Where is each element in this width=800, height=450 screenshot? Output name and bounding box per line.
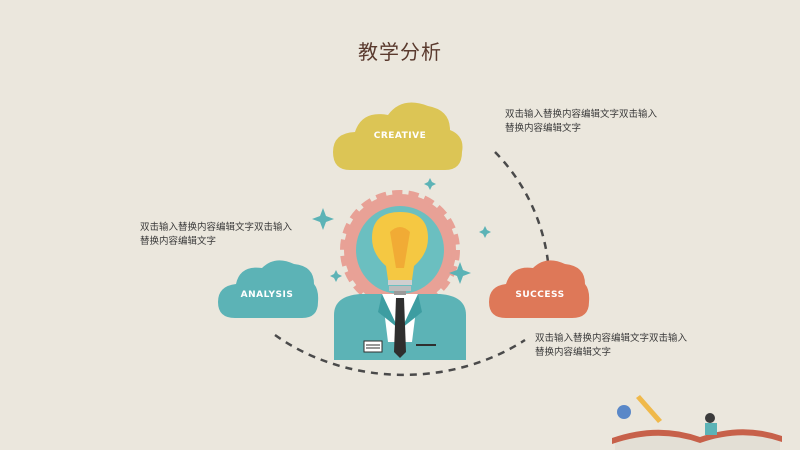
book-icon (612, 395, 782, 450)
sparkle-icon (312, 208, 334, 230)
sparkle-icon (424, 178, 436, 190)
person-figure (334, 190, 466, 360)
success-cloud-shape (489, 260, 590, 318)
creative-cloud[interactable]: CREATIVE (333, 102, 463, 170)
analysis-label: ANALYSIS (241, 290, 294, 300)
description-top-right[interactable]: 双击输入替换内容编辑文字双击输入替换内容编辑文字 (505, 109, 658, 134)
analysis-cloud-shape (218, 260, 319, 318)
success-cloud[interactable]: SUCCESS (489, 260, 590, 318)
lightbulb-icon (372, 212, 428, 295)
description-left[interactable]: 双击输入替换内容编辑文字双击输入替换内容编辑文字 (140, 222, 293, 247)
tie (394, 298, 406, 358)
sparkle-icon (330, 270, 342, 282)
dashed-arc-bottom (274, 333, 526, 377)
success-label: SUCCESS (515, 290, 564, 300)
sparkle-icon (479, 226, 491, 238)
analysis-cloud[interactable]: ANALYSIS (218, 260, 319, 318)
sparkles (312, 178, 491, 284)
description-bottom-right[interactable]: 双击输入替换内容编辑文字双击输入替换内容编辑文字 (535, 333, 688, 358)
creative-cloud-shape (333, 102, 463, 170)
creative-label: CREATIVE (374, 131, 427, 141)
lapel-left (378, 294, 398, 328)
pencil-icon (636, 395, 662, 423)
slide-title[interactable]: 教学分析 (358, 40, 442, 64)
badge (363, 340, 383, 353)
dashed-arc-right (494, 151, 550, 263)
lapel-right (402, 294, 422, 328)
sparkle-icon (449, 262, 471, 284)
